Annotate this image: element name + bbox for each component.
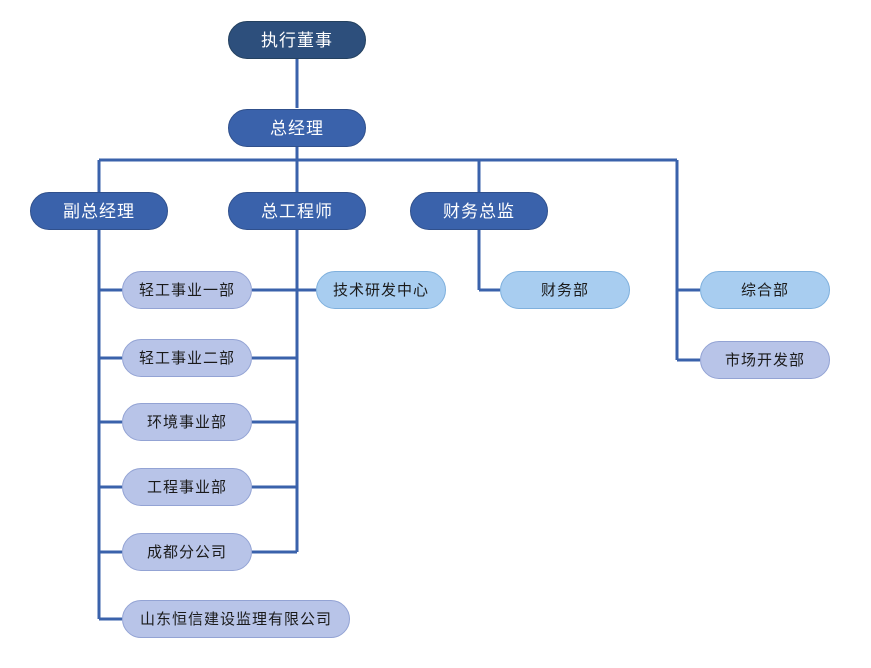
- node-light-industry-div-1-label: 轻工事业一部: [138, 281, 235, 299]
- node-market-development-dept-label: 市场开发部: [724, 351, 805, 369]
- node-deputy-general-manager-label: 副总经理: [63, 201, 135, 221]
- node-general-affairs-dept-label: 综合部: [740, 281, 789, 299]
- node-rnd-center[interactable]: 技术研发中心: [316, 271, 446, 309]
- node-executive-director-label: 执行董事: [261, 30, 333, 50]
- node-general-manager-label: 总经理: [270, 118, 324, 138]
- node-engineering-div[interactable]: 工程事业部: [122, 468, 252, 506]
- node-engineering-div-label: 工程事业部: [146, 478, 227, 496]
- node-chengdu-branch-label: 成都分公司: [146, 543, 227, 561]
- node-general-affairs-dept[interactable]: 综合部: [700, 271, 830, 309]
- node-light-industry-div-2-label: 轻工事业二部: [138, 349, 235, 367]
- node-chief-engineer[interactable]: 总工程师: [228, 192, 366, 230]
- node-executive-director[interactable]: 执行董事: [228, 21, 366, 59]
- node-finance-director-label: 财务总监: [443, 201, 515, 221]
- node-finance-director[interactable]: 财务总监: [410, 192, 548, 230]
- node-light-industry-div-1[interactable]: 轻工事业一部: [122, 271, 252, 309]
- node-environment-div[interactable]: 环境事业部: [122, 403, 252, 441]
- node-chengdu-branch[interactable]: 成都分公司: [122, 533, 252, 571]
- node-market-development-dept[interactable]: 市场开发部: [700, 341, 830, 379]
- node-chief-engineer-label: 总工程师: [261, 201, 333, 221]
- node-light-industry-div-2[interactable]: 轻工事业二部: [122, 339, 252, 377]
- node-shandong-hengxin[interactable]: 山东恒信建设监理有限公司: [122, 600, 350, 638]
- node-finance-dept-label: 财务部: [540, 281, 589, 299]
- node-rnd-center-label: 技术研发中心: [332, 281, 429, 299]
- node-deputy-general-manager[interactable]: 副总经理: [30, 192, 168, 230]
- node-environment-div-label: 环境事业部: [146, 413, 227, 431]
- node-general-manager[interactable]: 总经理: [228, 109, 366, 147]
- node-finance-dept[interactable]: 财务部: [500, 271, 630, 309]
- node-shandong-hengxin-label: 山东恒信建设监理有限公司: [139, 610, 332, 628]
